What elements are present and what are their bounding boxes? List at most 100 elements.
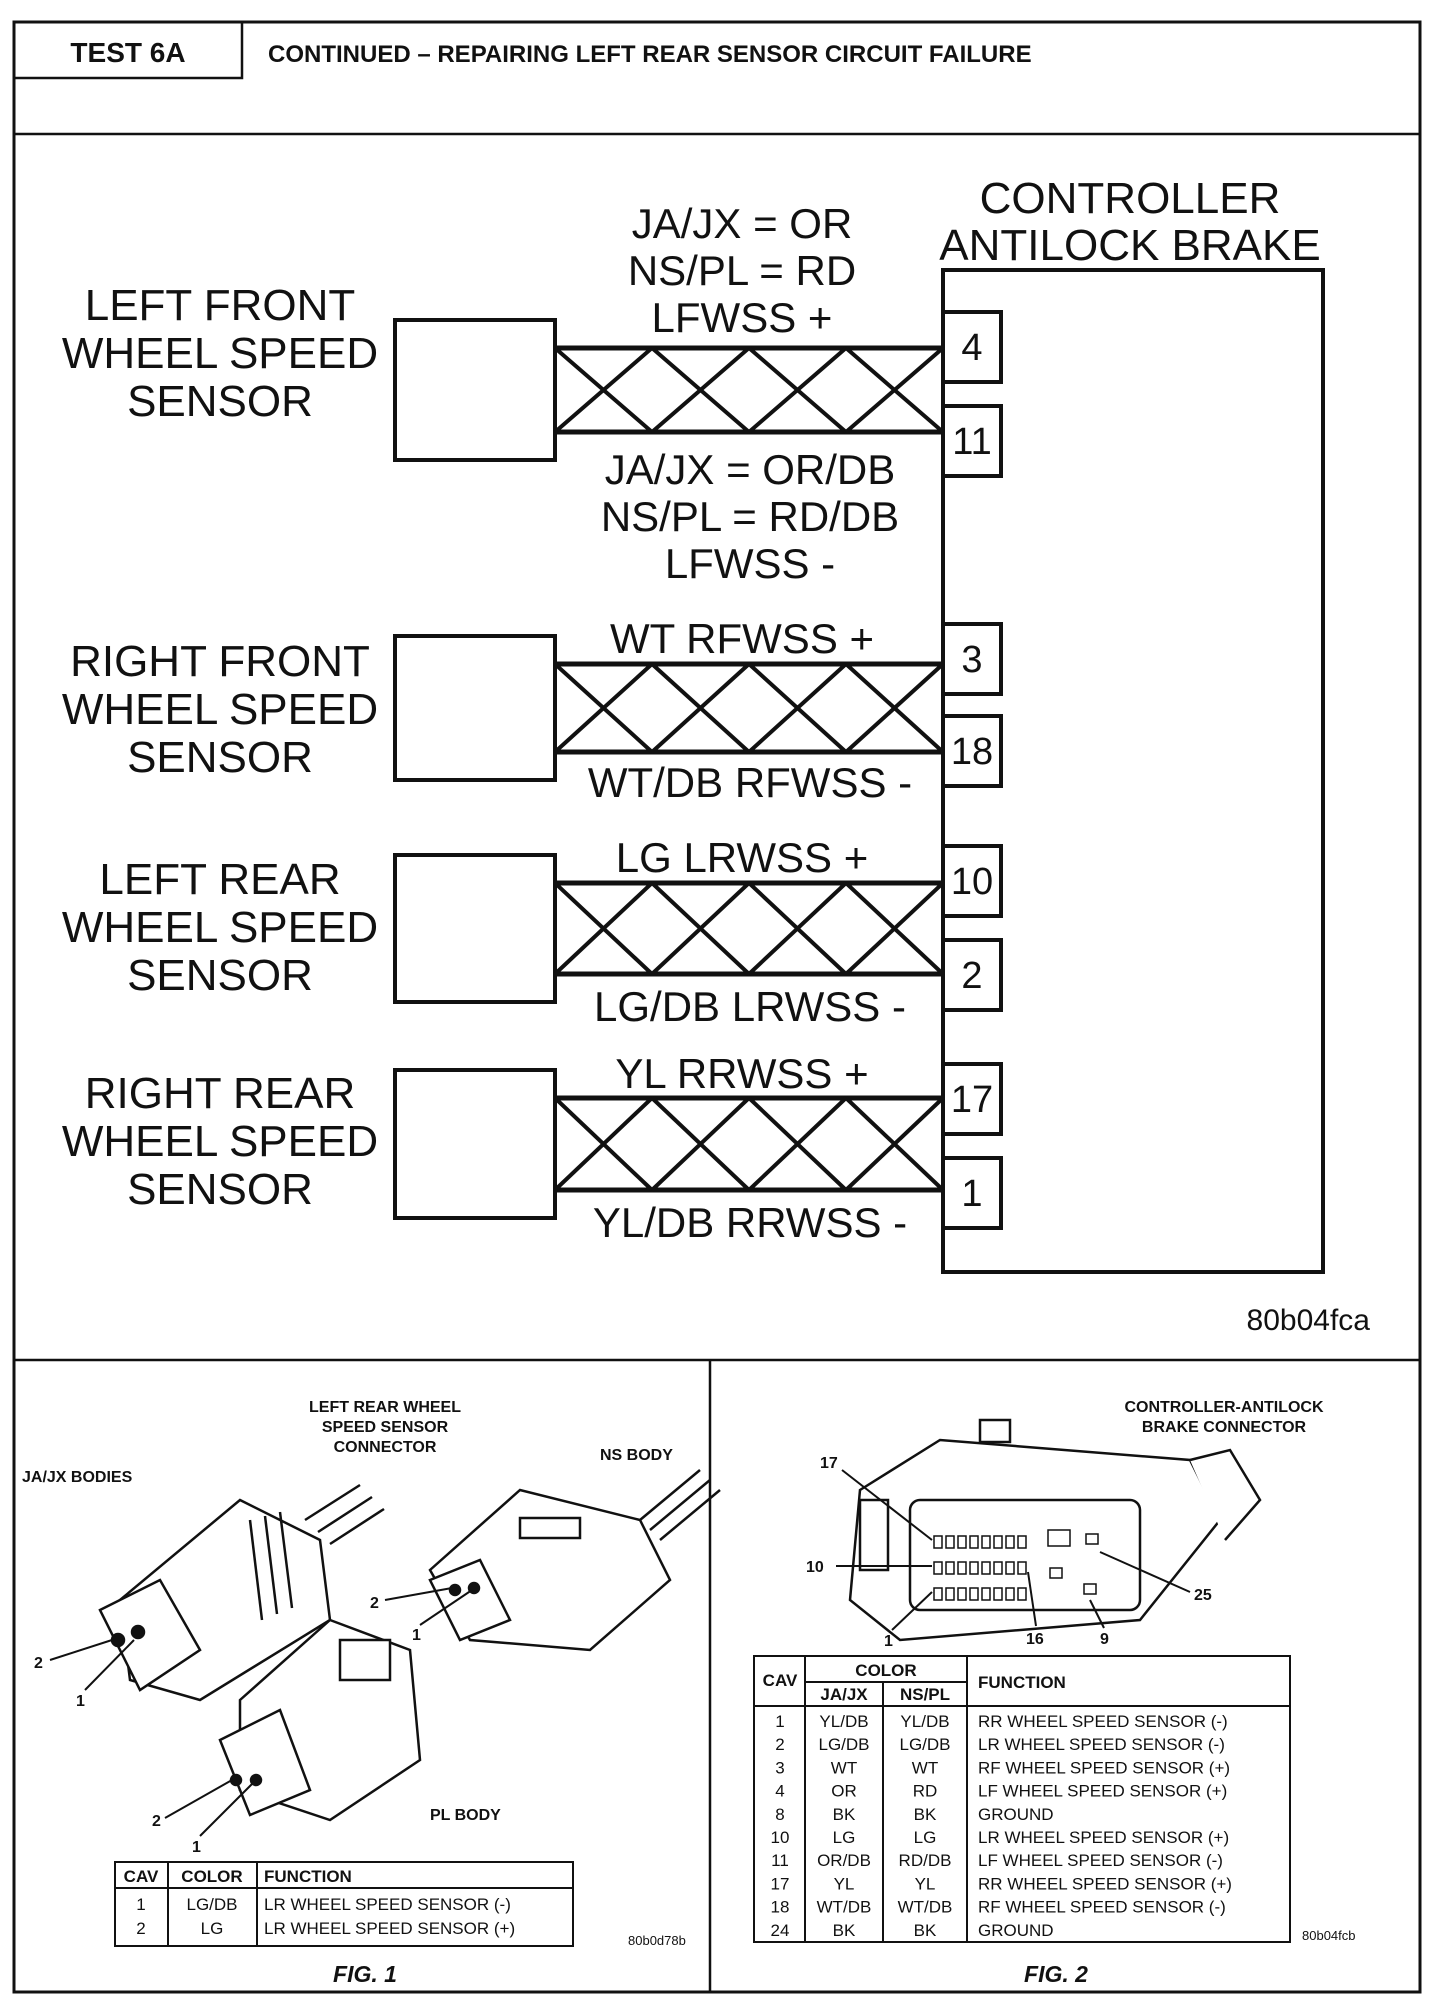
fig2-cell-jajx: BK: [833, 1921, 856, 1940]
pin-box: [941, 1156, 1003, 1230]
cavity: [1005, 1561, 1015, 1575]
fig2-header-jajx: JA/JX: [820, 1685, 868, 1704]
fig1-cell-color: LG/DB: [186, 1895, 237, 1914]
cavity: [993, 1535, 1003, 1549]
callout-17: 17: [820, 1455, 838, 1472]
twist-segment: [650, 662, 751, 754]
page-title: CONTINUED – REPAIRING LEFT REAR SENSOR C…: [268, 41, 1032, 68]
fig1-code: 80b0d78b: [628, 1933, 686, 1948]
fig2-code: 80b04fcb: [1302, 1928, 1356, 1943]
twist-segment: [553, 662, 654, 754]
pl-body-label: PL BODY: [430, 1807, 501, 1824]
fig1-cell-function: LR WHEEL SPEED SENSOR (-): [264, 1895, 511, 1914]
cavity: [1047, 1529, 1071, 1547]
fig2-cell-jajx: YL: [834, 1874, 855, 1893]
pin-number: 17: [951, 1079, 993, 1121]
fig2-cell-cav: 8: [775, 1805, 784, 1824]
fig2-cell-jajx: BK: [833, 1805, 856, 1824]
fig2-cell-function: RF WHEEL SPEED SENSOR (-): [978, 1898, 1226, 1917]
jajx-pin1-label: 1: [76, 1693, 85, 1710]
twist-segment: [553, 1096, 654, 1192]
jajx-connector-drawing: [98, 1483, 385, 1702]
ns-connector-drawing: [428, 1469, 721, 1652]
pl-pin1-label: 1: [192, 1839, 201, 1856]
jajx-pin2-label: 2: [34, 1655, 43, 1672]
fig2-cell-cav: 17: [771, 1874, 790, 1893]
pin-number: 11: [952, 421, 991, 463]
pl-pin1-leader: [199, 1781, 255, 1837]
sensor-box: [393, 318, 557, 462]
connector-cavities: [933, 1529, 1099, 1601]
sensor-name-line: SENSOR: [127, 733, 313, 782]
fig2-cell-nspl: BK: [914, 1805, 937, 1824]
fig1-cell-cav: 2: [136, 1919, 145, 1938]
twist-segment: [844, 662, 945, 754]
jajx-pin1-leader: [84, 1639, 135, 1691]
fig1-title-line-3: CONNECTOR: [334, 1439, 437, 1456]
cavity: [933, 1535, 943, 1549]
pin-box: [941, 1062, 1003, 1136]
fig1-header-color: COLOR: [181, 1867, 242, 1886]
ns-body-label: NS BODY: [600, 1447, 673, 1464]
wire-label-positive: YL RRWSS +: [615, 1050, 868, 1097]
test-label-box: [12, 20, 244, 80]
fig2-cell-nspl: WT/DB: [898, 1898, 953, 1917]
sensor-name-line: SENSOR: [127, 377, 313, 426]
twist-segment: [650, 346, 751, 434]
cavity: [969, 1587, 979, 1601]
fig2-cell-jajx: YL/DB: [819, 1712, 868, 1731]
wire-label-negative: WT/DB RFWSS -: [588, 759, 912, 806]
fig2-cell-nspl: RD/DB: [899, 1851, 952, 1870]
pin-number: 3: [961, 639, 982, 681]
sensor-name-line: LEFT FRONT: [85, 281, 356, 330]
sensor-name-line: WHEEL SPEED: [62, 685, 378, 734]
callout-17-leader: [841, 1469, 933, 1541]
fig2-cell-function: RF WHEEL SPEED SENSOR (+): [978, 1758, 1230, 1777]
cavity: [969, 1561, 979, 1575]
fig2-cell-function: GROUND: [978, 1805, 1054, 1824]
cavity: [957, 1587, 967, 1601]
fig2-cell-jajx: OR/DB: [817, 1851, 871, 1870]
sensor-name-line: LEFT REAR: [99, 855, 340, 904]
sensor-name-line: WHEEL SPEED: [62, 1117, 378, 1166]
fig1-title-line-2: SPEED SENSOR: [322, 1419, 449, 1436]
fig2-cell-jajx: OR: [831, 1782, 857, 1801]
fig1-left-rear-sensor-connector: LEFT REAR WHEEL SPEED SENSOR CONNECTOR J…: [22, 1399, 721, 1987]
fig2-cell-function: LF WHEEL SPEED SENSOR (+): [978, 1782, 1227, 1801]
fig2-title-line-1: CONTROLLER-ANTILOCK: [1124, 1399, 1324, 1416]
callout-1: 1: [884, 1633, 893, 1650]
pin-box: [941, 622, 1003, 696]
fig2-cell-jajx: WT/DB: [817, 1898, 872, 1917]
fig2-cavity-table: [753, 1655, 1291, 1943]
sensor-name-line: WHEEL SPEED: [62, 903, 378, 952]
fig2-cell-nspl: RD: [913, 1782, 938, 1801]
twist-segment: [650, 881, 751, 976]
cavity: [945, 1535, 955, 1549]
cavity: [933, 1587, 943, 1601]
sensor-box: [393, 1068, 557, 1220]
callout-16-leader: [1027, 1571, 1037, 1627]
callout-9-leader: [1089, 1599, 1105, 1629]
fig2-cell-function: LF WHEEL SPEED SENSOR (-): [978, 1851, 1223, 1870]
cavity: [1049, 1567, 1063, 1579]
cavity: [1005, 1587, 1015, 1601]
pin-number: 10: [951, 861, 993, 903]
wire-label-positive: WT RFWSS +: [610, 615, 874, 662]
cavity: [1005, 1535, 1015, 1549]
fig1-cavity-table: [114, 1861, 574, 1947]
fig1-title-line-1: LEFT REAR WHEEL: [309, 1399, 461, 1416]
pin-box: [941, 404, 1003, 478]
fig2-cell-function: GROUND: [978, 1921, 1054, 1940]
page-border: [12, 20, 1422, 1994]
fig1-cell-cav: 1: [136, 1895, 145, 1914]
fig2-cell-nspl: LG/DB: [899, 1735, 950, 1754]
jajx-bodies-label: JA/JX BODIES: [22, 1469, 133, 1486]
wire-label-negative: JA/JX = OR/DB: [605, 446, 896, 493]
fig2-header-cav: CAV: [763, 1671, 798, 1690]
pin-box: [941, 844, 1003, 918]
sensor-box: [393, 634, 557, 782]
twist-segment: [650, 1096, 751, 1192]
fig2-header-function: FUNCTION: [978, 1673, 1066, 1692]
